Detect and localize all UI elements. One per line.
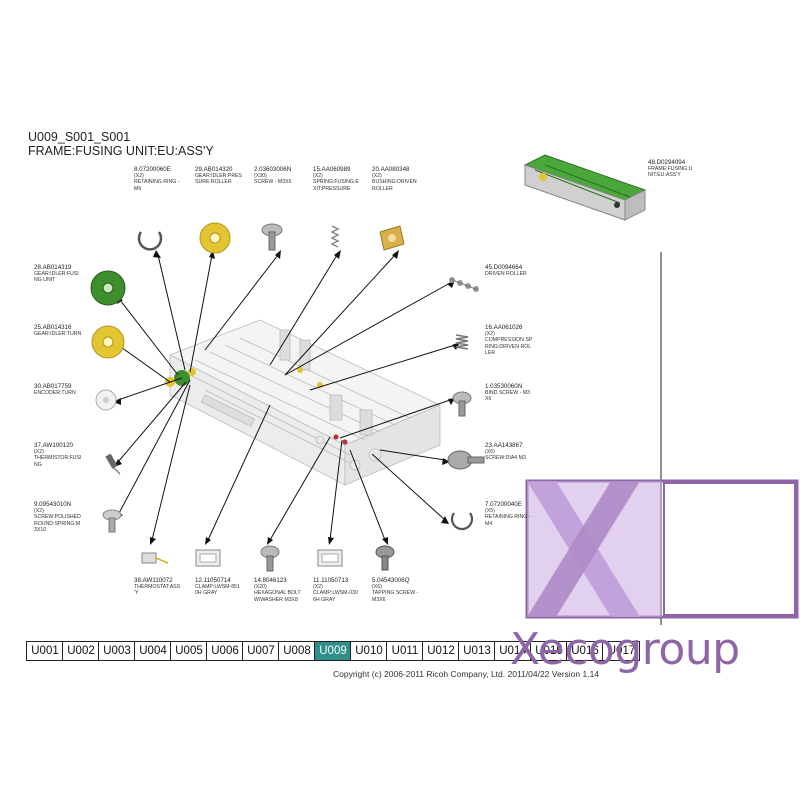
tab-u006[interactable]: U006	[207, 642, 243, 660]
tab-u017[interactable]: U017	[603, 642, 639, 660]
part-label-9: 9.09543010N(x2) SCREW:POLISHED ROUND:SPR…	[34, 501, 81, 533]
tab-u011[interactable]: U011	[387, 642, 423, 660]
tab-u001[interactable]: U001	[27, 642, 63, 660]
tab-u016[interactable]: U016	[567, 642, 603, 660]
idler-gear-turn-part	[91, 325, 125, 359]
tab-u004[interactable]: U004	[135, 642, 171, 660]
tab-u012[interactable]: U012	[423, 642, 459, 660]
retaining-ring-part	[137, 231, 163, 251]
part-label-14: 14.8046123(x20) HEXAGONAL BOLT W/WASHER …	[254, 577, 301, 603]
compression-spring-part	[455, 334, 469, 350]
idler-gear-green-part	[90, 270, 126, 306]
diagram-title: FRAME:FUSING UNIT:EU:ASS'Y	[28, 144, 214, 158]
bushing-part	[379, 225, 405, 251]
part-label-2: 2.03603006N(x30) SCREW - M3X6	[254, 166, 292, 186]
part-label-16: 16.AA061026(x2) COMPRESSION SP RING:DRIV…	[485, 324, 533, 356]
part-label-15: 15.AA060989(x2) SPRING:FUSING:E XIT:PRES…	[313, 166, 359, 192]
screw-m3x6-part	[261, 223, 283, 251]
part-label-5: 5.04543006Q(x6) TAPPING SCREW - M3X6	[372, 577, 419, 603]
part-label-23: 23.AA143867(x6) SCREW:DIA4 M3	[485, 442, 526, 462]
tab-u008[interactable]: U008	[279, 642, 315, 660]
encoder-part	[95, 389, 117, 411]
part-label-20: 20.AA080348(x2) BUSHING:DRIVEN ROLLER	[372, 166, 417, 192]
clamp-851-part	[195, 549, 221, 567]
tab-u002[interactable]: U002	[63, 642, 99, 660]
thermostat-part	[141, 552, 169, 564]
idler-gear-yellow-part	[199, 222, 231, 254]
tab-u003[interactable]: U003	[99, 642, 135, 660]
tab-u013[interactable]: U013	[459, 642, 495, 660]
tab-u007[interactable]: U007	[243, 642, 279, 660]
bind-screw-part	[452, 391, 472, 417]
retaining-ring-m4-part	[450, 512, 474, 531]
tab-u009[interactable]: U009	[315, 642, 351, 660]
hex-bolt-part	[260, 545, 280, 572]
part-label-8: 8.07200060E(x2) RETAINING RING - M6	[134, 166, 180, 192]
polished-screw-part	[102, 509, 122, 533]
tab-u015[interactable]: U015	[531, 642, 567, 660]
part-label-7: 7.07200040E(x5) RETAINING RING - M4	[485, 501, 531, 527]
driven-roller-part	[449, 277, 479, 292]
assembly-thumbnail	[523, 154, 647, 221]
leader-lines	[117, 254, 456, 541]
clamp-030-part	[317, 549, 343, 567]
part-label-11: 11.11050713(x2) CLAMP:LWSM-030 6H GRAY	[313, 577, 358, 603]
watermark-text: Xecogroup	[510, 624, 740, 675]
tab-u005[interactable]: U005	[171, 642, 207, 660]
tab-u014[interactable]: U014	[495, 642, 531, 660]
gear-small-on-frame	[188, 368, 196, 376]
screw-dia4-part	[447, 450, 485, 470]
copyright-text: Copyright (c) 2006-2011 Ricoh Company, L…	[333, 669, 600, 679]
diagram-code: U009_S001_S001	[28, 130, 131, 144]
tapping-screw-part	[375, 545, 395, 571]
tab-u010[interactable]: U010	[351, 642, 387, 660]
xecogroup-logo-mark	[525, 479, 799, 619]
fusing-frame-assembly	[169, 319, 441, 486]
spring-part	[330, 225, 340, 248]
thermistor-part	[105, 453, 121, 475]
part-label-37: 37.AW100120(x2) THERMISTOR:FUSI NG	[34, 442, 82, 468]
